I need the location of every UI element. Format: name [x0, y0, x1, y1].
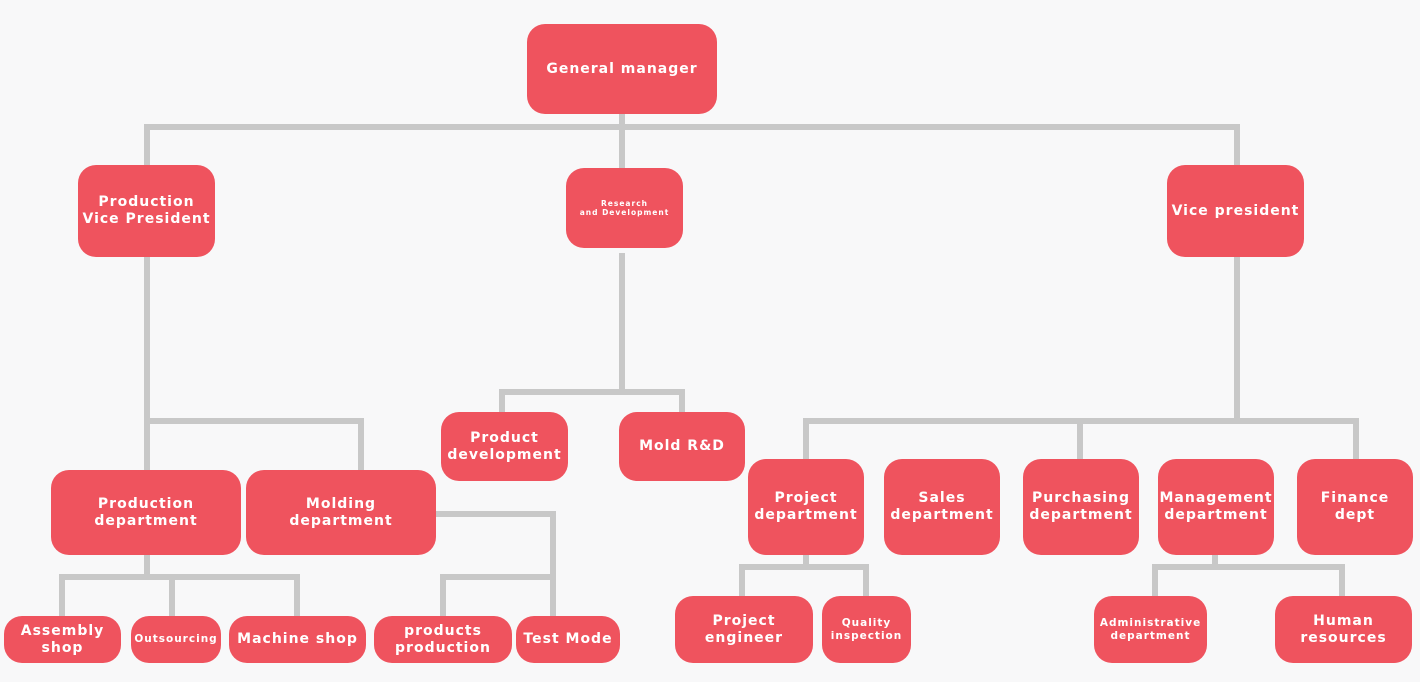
node-quality-inspection: Quality inspection [822, 596, 911, 663]
node-test-mode: Test Mode [516, 616, 620, 663]
node-molding-department: Molding department [246, 470, 436, 555]
node-purchasing-department: Purchasing department [1023, 459, 1139, 555]
node-administrative-department: Administrative department [1094, 596, 1207, 663]
node-management-department: Management department [1158, 459, 1274, 555]
connector-production-dept [59, 551, 300, 619]
node-mold-rnd: Mold R&D [619, 412, 745, 481]
connector-vice-president [803, 253, 1359, 462]
node-products-production: products production [374, 616, 512, 663]
connector-molding-dept [431, 511, 556, 619]
connector-rnd [499, 253, 685, 415]
node-sales-department: Sales department [884, 459, 1000, 555]
node-vice-president: Vice president [1167, 165, 1304, 257]
node-project-engineer: Project engineer [675, 596, 813, 663]
node-assembly-shop: Assembly shop [4, 616, 121, 663]
connector-gm-bus [144, 109, 1240, 168]
node-machine-shop: Machine shop [229, 616, 366, 663]
connector-production-vp [144, 253, 364, 473]
connector-management-dept [1152, 551, 1345, 599]
node-production-department: Production department [51, 470, 241, 555]
node-research-and-development: Research and Development [566, 168, 683, 248]
node-outsourcing: Outsourcing [131, 616, 221, 663]
node-product-development: Product development [441, 412, 568, 481]
connector-project-dept [739, 551, 869, 599]
node-human-resources: Human resources [1275, 596, 1412, 663]
node-general-manager: General manager [527, 24, 717, 114]
node-finance-dept: Finance dept [1297, 459, 1413, 555]
node-production-vice-president: Production Vice President [78, 165, 215, 257]
node-project-department: Project department [748, 459, 864, 555]
